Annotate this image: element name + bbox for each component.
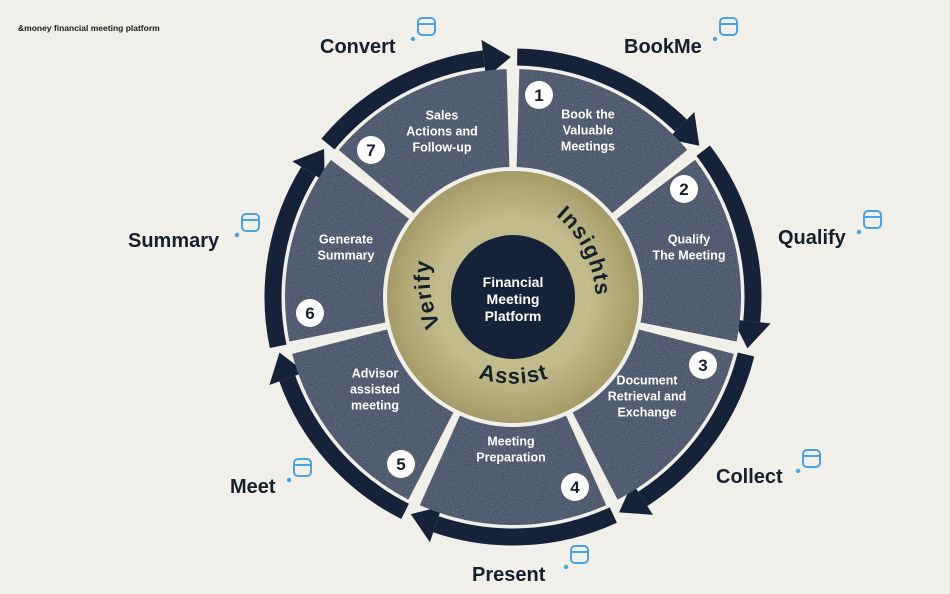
step-1-number: 1 bbox=[534, 86, 543, 105]
step-3-number: 3 bbox=[698, 356, 707, 375]
step-7-text-line-3: Follow-up bbox=[412, 141, 471, 155]
step-3-text-line-2: Retrieval and bbox=[608, 390, 687, 404]
outer-label-qualify: Qualify bbox=[778, 227, 846, 249]
arrow-arc-7 bbox=[321, 50, 485, 150]
step-3-badge bbox=[689, 351, 717, 379]
calendar-window-icon bbox=[795, 448, 825, 478]
step-7-text-line-1: Sales bbox=[426, 109, 459, 123]
segment-step-4 bbox=[419, 413, 607, 525]
calendar-window-icon bbox=[234, 212, 264, 242]
step-4-text-line-1: Meeting bbox=[487, 435, 534, 449]
step-3-text-line-3: Exchange bbox=[617, 406, 676, 420]
arrow-arc-1 bbox=[517, 48, 687, 132]
calendar-window-icon bbox=[712, 16, 742, 46]
arrow-head-5 bbox=[269, 352, 306, 385]
hub-title-line-1: Financial bbox=[483, 274, 544, 290]
arrow-arc-2 bbox=[696, 145, 762, 323]
svg-text:Assist: Assist bbox=[477, 359, 551, 389]
arrow-arc-4 bbox=[433, 507, 617, 546]
step-4-badge bbox=[561, 473, 589, 501]
outer-label-collect: Collect bbox=[716, 466, 783, 488]
arrow-head-3 bbox=[619, 482, 653, 515]
segment-step-6 bbox=[285, 159, 411, 342]
calendar-window-icon bbox=[563, 544, 593, 574]
arrow-head-6 bbox=[292, 149, 325, 182]
step-1-text-line-1: Book the bbox=[561, 108, 615, 122]
step-2-number: 2 bbox=[679, 180, 688, 199]
calendar-window-icon bbox=[286, 457, 316, 487]
cycle-arrows bbox=[264, 39, 771, 546]
segment-step-7 bbox=[338, 69, 510, 215]
hub-title-line-3: Platform bbox=[485, 308, 542, 324]
arrow-arc-3 bbox=[638, 352, 755, 507]
step-5-badge bbox=[387, 450, 415, 478]
segment-step-2 bbox=[615, 159, 741, 342]
outer-label-summary: Summary bbox=[128, 230, 220, 252]
step-6-text-line-1: Generate bbox=[319, 233, 373, 247]
step-2-text-line-2: The Meeting bbox=[653, 249, 726, 263]
step-5-text-line-3: meeting bbox=[351, 399, 399, 413]
calendar-window-icon bbox=[410, 16, 440, 46]
step-1-badge bbox=[525, 81, 553, 109]
step-5-text-line-1: Advisor bbox=[352, 367, 399, 381]
calendar-window-icon bbox=[856, 209, 886, 239]
hub-title: Financial Meeting Platform bbox=[483, 274, 544, 324]
outer-label-present: Present bbox=[472, 564, 546, 586]
arrow-head-7 bbox=[481, 39, 511, 78]
step-2-badge bbox=[670, 175, 698, 203]
outer-label-convert: Convert bbox=[320, 36, 396, 58]
outer-label-meet: Meet bbox=[230, 476, 276, 498]
step-7-text-line-2: Actions and bbox=[406, 125, 478, 139]
step-5-text-line-2: assisted bbox=[350, 383, 400, 397]
step-number-badges: 1 2 3 4 5 6 7 bbox=[296, 81, 717, 501]
ring-word-assist: Assist bbox=[477, 359, 550, 389]
hub-circle bbox=[451, 235, 575, 359]
outer-label-bookme: BookMe bbox=[624, 36, 702, 58]
step-7-number: 7 bbox=[366, 141, 375, 160]
step-7-badge bbox=[357, 136, 385, 164]
arrow-arc-5 bbox=[279, 375, 409, 519]
arrow-head-2 bbox=[732, 319, 771, 349]
step-1-text-line-3: Meetings bbox=[561, 140, 615, 154]
step-6-number: 6 bbox=[305, 304, 314, 323]
step-5-number: 5 bbox=[396, 455, 405, 474]
segment-step-5 bbox=[292, 328, 455, 500]
step-1-text-line-2: Valuable bbox=[563, 124, 614, 138]
step-4-number: 4 bbox=[570, 478, 580, 497]
header-title: &money financial meeting platform bbox=[18, 23, 160, 33]
hub-title-line-2: Meeting bbox=[487, 291, 540, 307]
segment-step-1 bbox=[516, 69, 688, 215]
step-6-badge bbox=[296, 299, 324, 327]
step-3-text-line-1: Document bbox=[616, 374, 678, 388]
arrow-arc-6 bbox=[264, 166, 316, 349]
step-2-text-line-1: Qualify bbox=[668, 233, 710, 247]
arrow-head-4 bbox=[410, 506, 443, 543]
step-6-text-line-2: Summary bbox=[318, 249, 375, 263]
step-4-text-line-2: Preparation bbox=[476, 451, 545, 465]
